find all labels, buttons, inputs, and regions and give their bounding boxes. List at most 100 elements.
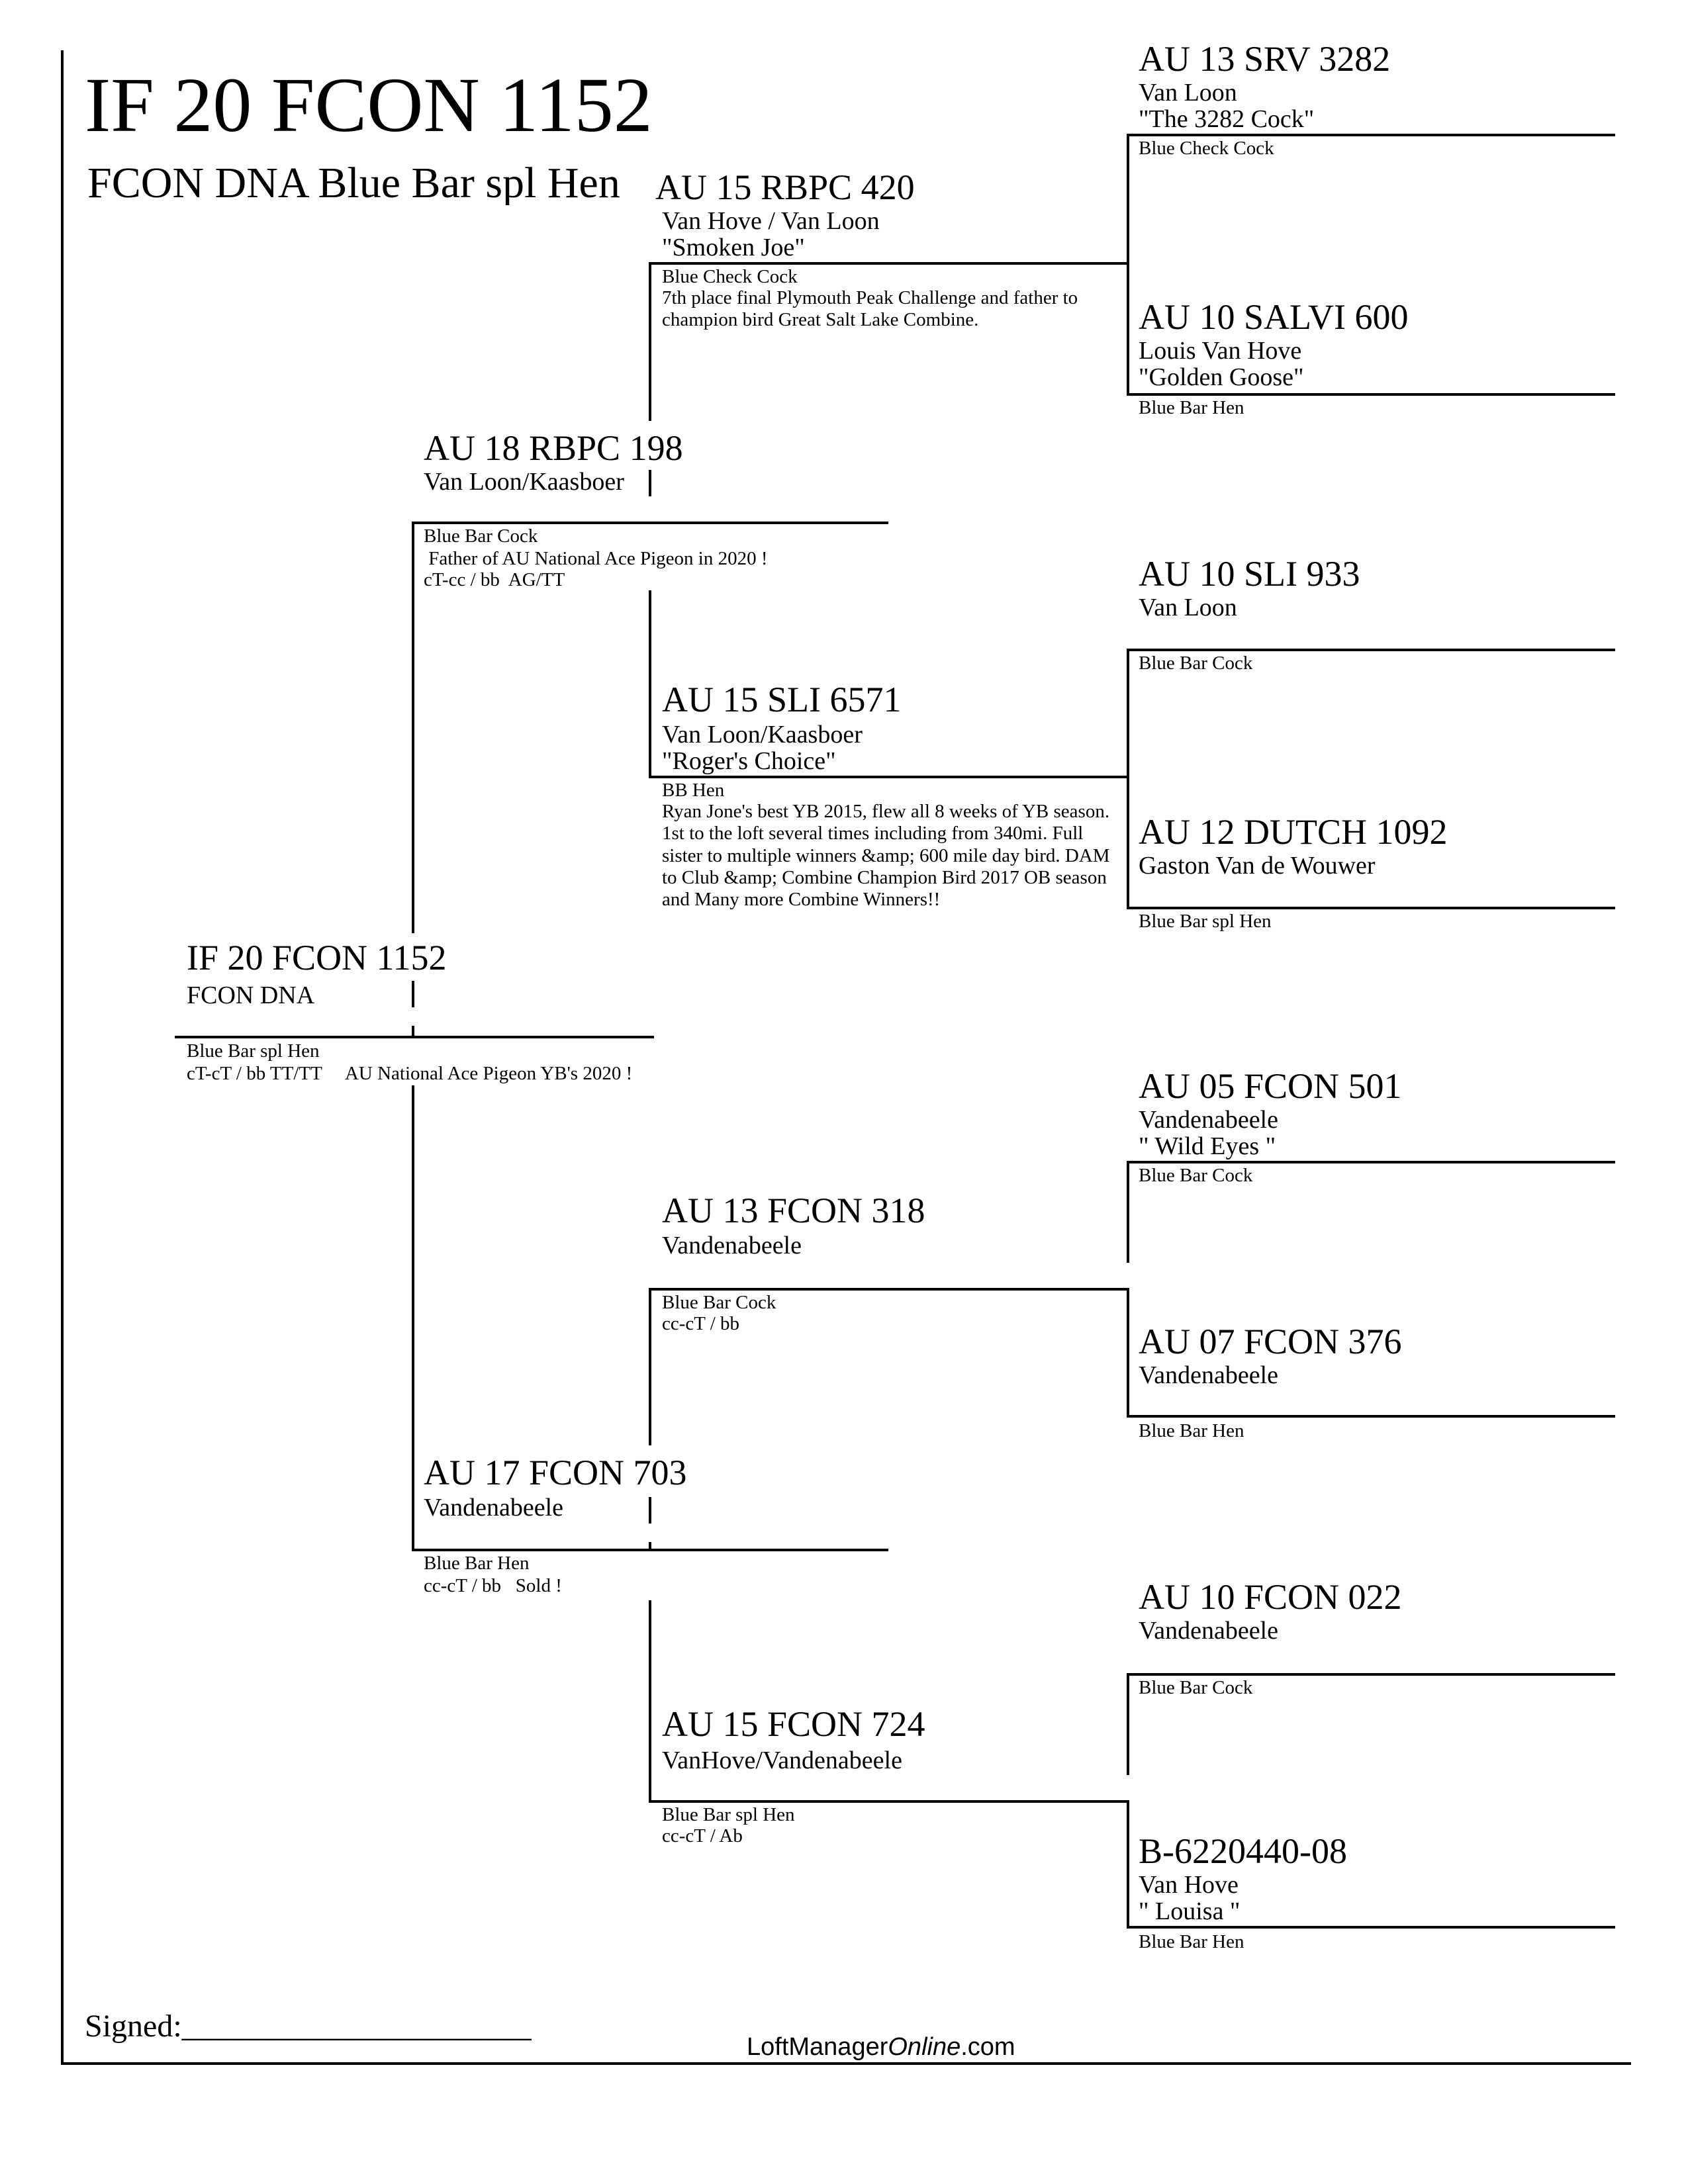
ggp-1-nickname: "The 3282 Cock" [1139, 105, 1315, 133]
sire-ss-connector [649, 262, 651, 421]
ggp-2-ring: AU 10 SALVI 600 [1139, 297, 1409, 337]
dam-underline [412, 1549, 888, 1551]
sire-color: Blue Bar Cock [424, 525, 538, 547]
ggp-2-breeder: Louis Van Hove [1139, 337, 1302, 365]
ggp-7-color: Blue Bar Cock [1139, 1677, 1253, 1698]
ds-breeder: Vandenabeele [662, 1232, 802, 1259]
ggp-5-nickname: " Wild Eyes " [1139, 1132, 1276, 1160]
dam-color: Blue Bar Hen [424, 1553, 530, 1574]
subject-tick-2 [412, 1026, 414, 1036]
page-border-bottom [61, 2062, 1631, 2065]
ggp-8-ring: B-6220440-08 [1139, 1831, 1347, 1871]
subject-underline [175, 1036, 654, 1038]
subject-notes: cT-cT / bb TT/TT AU National Ace Pigeon … [187, 1063, 633, 1084]
subject-dam-connector [412, 1085, 414, 1551]
ggp-1-color: Blue Check Cock [1139, 138, 1274, 159]
ss-breeder: Van Hove / Van Loon [662, 207, 880, 235]
dam-notes: cc-cT / bb Sold ! [424, 1575, 562, 1596]
sire-ring: AU 18 RBPC 198 [424, 428, 683, 468]
sire-notes-2: cT-cc / bb AG/TT [424, 569, 565, 590]
ggp-8-underline [1127, 1926, 1615, 1929]
dam-tick-2 [649, 1542, 651, 1550]
sd-connector [1127, 650, 1129, 908]
sire-notes-1: Father of AU National Ace Pigeon in 2020… [424, 548, 768, 569]
dd-underline [649, 1800, 1129, 1803]
dd-notes: cc-cT / Ab [662, 1825, 743, 1846]
ggp-1-ring: AU 13 SRV 3282 [1139, 39, 1391, 79]
ggp-3-ring: AU 10 SLI 933 [1139, 554, 1360, 594]
sire-underline [412, 522, 888, 524]
ggp-8-breeder: Van Hove [1139, 1871, 1239, 1899]
dd-color: Blue Bar spl Hen [662, 1804, 795, 1825]
ggp-7-breeder: Vandenabeele [1139, 1617, 1278, 1645]
signature-line: Signed:______________________ [85, 2009, 532, 2044]
ggp-2-nickname: "Golden Goose" [1139, 363, 1304, 391]
ggp-4-ring: AU 12 DUTCH 1092 [1139, 812, 1448, 852]
ggp-3-underline [1127, 649, 1615, 651]
brand-italic: Online [888, 2033, 961, 2061]
dam-breeder: Vandenabeele [424, 1494, 563, 1522]
sd-underline [649, 776, 1129, 778]
page-title: IF 20 FCON 1152 [85, 62, 653, 148]
ggp-3-color: Blue Bar Cock [1139, 653, 1253, 674]
brand-prefix: LoftManager [747, 2033, 888, 2061]
ggp-4-breeder: Gaston Van de Wouwer [1139, 852, 1376, 880]
ggp-5-breeder: Vandenabeele [1139, 1106, 1278, 1134]
sd-ring: AU 15 SLI 6571 [662, 680, 902, 719]
ggp-5-underline [1127, 1161, 1615, 1163]
ggp-2-underline [1127, 393, 1615, 396]
page-border-left [61, 50, 64, 2065]
sd-breeder: Van Loon/Kaasboer [662, 721, 863, 749]
brand-footer: LoftManagerOnline.com [747, 2033, 1015, 2062]
sire-sd-connector [649, 590, 651, 777]
sd-notes: Ryan Jone's best YB 2015, flew all 8 wee… [662, 801, 1110, 911]
ggp-6-color: Blue Bar Hen [1139, 1420, 1244, 1441]
ggp-1-breeder: Van Loon [1139, 79, 1237, 107]
dd-connector-bottom [1127, 1801, 1129, 1927]
subject-tick [412, 981, 414, 1007]
sd-nickname: "Roger's Choice" [662, 747, 836, 775]
ggp-2-color: Blue Bar Hen [1139, 397, 1244, 418]
ds-notes: cc-cT / bb [662, 1313, 740, 1334]
ggp-5-ring: AU 05 FCON 501 [1139, 1066, 1402, 1106]
subject-breeder: FCON DNA [187, 981, 315, 1009]
ggp-3-breeder: Van Loon [1139, 594, 1237, 621]
ss-underline [649, 262, 1129, 265]
dd-connector-top [1127, 1674, 1129, 1775]
ggp-6-underline [1127, 1415, 1615, 1418]
ggp-8-nickname: " Louisa " [1139, 1897, 1241, 1925]
ds-connector-top [1127, 1162, 1129, 1263]
sd-color: BB Hen [662, 780, 725, 801]
ggp-6-ring: AU 07 FCON 376 [1139, 1322, 1402, 1361]
ggp-5-color: Blue Bar Cock [1139, 1165, 1253, 1186]
ss-nickname: "Smoken Joe" [662, 234, 805, 261]
ggp-8-color: Blue Bar Hen [1139, 1931, 1244, 1952]
ggp-1-underline [1127, 134, 1615, 136]
sire-tick [649, 470, 651, 496]
ds-underline [649, 1288, 1129, 1291]
dam-dd-connector [649, 1600, 651, 1803]
brand-suffix: .com [961, 2033, 1015, 2061]
dam-ring: AU 17 FCON 703 [424, 1453, 687, 1492]
ggp-7-underline [1127, 1673, 1615, 1676]
sire-breeder: Van Loon/Kaasboer [424, 468, 624, 496]
ss-color: Blue Check Cock [662, 266, 798, 287]
ggp-6-breeder: Vandenabeele [1139, 1361, 1278, 1389]
dam-tick [649, 1497, 651, 1524]
ds-ring: AU 13 FCON 318 [662, 1191, 925, 1230]
ss-connector [1127, 135, 1129, 394]
page-subtitle: FCON DNA Blue Bar spl Hen [87, 161, 620, 205]
ggp-4-underline [1127, 907, 1615, 909]
ggp-7-ring: AU 10 FCON 022 [1139, 1577, 1402, 1617]
subject-color: Blue Bar spl Hen [187, 1040, 320, 1062]
dd-ring: AU 15 FCON 724 [662, 1704, 925, 1744]
ds-color: Blue Bar Cock [662, 1292, 776, 1313]
ss-ring: AU 15 RBPC 420 [655, 169, 919, 205]
ggp-4-color: Blue Bar spl Hen [1139, 911, 1272, 932]
subject-sire-connector [412, 523, 414, 933]
subject-ring: IF 20 FCON 1152 [187, 938, 447, 978]
dd-breeder: VanHove/Vandenabeele [662, 1747, 902, 1774]
ss-notes: 7th place final Plymouth Peak Challenge … [662, 287, 1078, 331]
ds-connector-bottom [1127, 1291, 1129, 1416]
dam-ds-connector [649, 1289, 651, 1445]
